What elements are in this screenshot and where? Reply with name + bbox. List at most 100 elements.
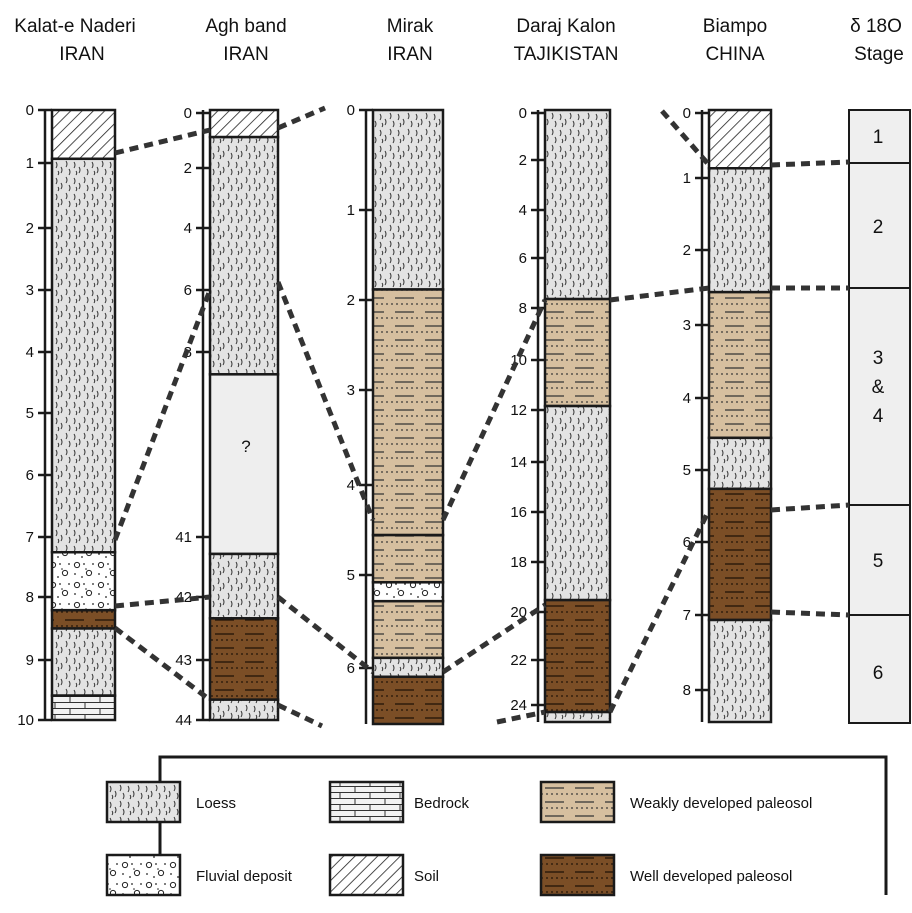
legend-swatch-fluvial xyxy=(105,853,182,897)
column-country-daraj: TAJIKISTAN xyxy=(514,44,619,65)
column-title-biampo: Biampo xyxy=(703,16,767,37)
stage-label-6: 6 xyxy=(873,663,884,684)
layer-loess xyxy=(208,552,280,620)
layer-loess xyxy=(371,656,445,679)
correlation-line xyxy=(607,508,712,714)
depth-tick-label: 2 xyxy=(683,242,691,259)
column-country-biampo: CHINA xyxy=(705,44,764,65)
depth-tick-label: 2 xyxy=(26,220,34,237)
column-title-daraj: Daraj Kalon xyxy=(516,16,615,37)
unknown-section-mark: ? xyxy=(241,437,250,456)
depth-tick-label: 7 xyxy=(683,607,691,624)
layer-unknown xyxy=(208,373,280,556)
legend: Loess Bedrock Weakly developed paleosol … xyxy=(105,755,888,897)
depth-tick-label: 1 xyxy=(683,170,691,187)
depth-tick-label: 0 xyxy=(683,105,691,122)
stage-column-box xyxy=(848,109,911,724)
correlation-lines xyxy=(112,105,850,729)
legend-label-soil: Soil xyxy=(414,868,439,885)
correlation-line xyxy=(440,298,548,522)
layer-bedrock xyxy=(50,694,117,722)
layer-loess xyxy=(543,404,612,602)
layer-fluvial xyxy=(50,551,117,612)
depth-tick-label: 5 xyxy=(26,405,34,422)
depth-tick-label: 22 xyxy=(510,652,527,669)
layer-loess xyxy=(543,108,612,301)
legend-swatch-loess xyxy=(105,780,182,824)
depth-tick-label: 3 xyxy=(347,382,355,399)
correlation-line xyxy=(276,595,375,674)
depth-tick-label: 0 xyxy=(26,102,34,119)
layer-loess xyxy=(707,618,773,724)
layer-soil xyxy=(707,108,773,170)
layer-loess xyxy=(707,167,773,294)
depth-tick-label: 0 xyxy=(519,105,527,122)
depth-tick-label: 8 xyxy=(26,589,34,606)
layer-well-paleosol xyxy=(208,617,280,701)
column-title-agh: Agh band xyxy=(205,16,286,37)
depth-tick-label: 5 xyxy=(347,567,355,584)
correlation-line xyxy=(770,609,850,618)
layer-weak-paleosol xyxy=(371,288,445,537)
layer-well-paleosol xyxy=(707,487,773,622)
stage-label-5: 5 xyxy=(873,551,884,572)
depth-tick-label: 44 xyxy=(175,712,192,729)
layer-loess xyxy=(707,436,773,491)
correlation-line xyxy=(660,109,711,167)
layer-weak-paleosol xyxy=(707,290,773,440)
stage-title: δ 18O xyxy=(850,16,902,37)
depth-tick-label: 9 xyxy=(26,652,34,669)
layer-fluvial xyxy=(371,581,445,603)
correlation-line xyxy=(113,626,212,702)
column-country-agh: IRAN xyxy=(223,44,268,65)
depth-tick-label: 4 xyxy=(519,202,527,219)
depth-tick-label: 10 xyxy=(17,712,34,729)
depth-tick-label: 6 xyxy=(683,534,691,551)
depth-tick-label: 1 xyxy=(347,202,355,219)
depth-tick-label: 3 xyxy=(683,317,691,334)
depth-tick-label: 2 xyxy=(347,292,355,309)
correlation-line xyxy=(114,127,211,156)
correlation-line xyxy=(112,289,213,541)
layer-loess xyxy=(543,710,612,724)
stage-label-1: 1 xyxy=(873,127,884,148)
layer-well-paleosol xyxy=(50,608,117,630)
depth-tick-label: 4 xyxy=(26,344,34,361)
correlation-line xyxy=(277,105,326,131)
layer-soil xyxy=(208,108,280,139)
correlation-line xyxy=(114,594,211,609)
correlation-line xyxy=(276,702,324,729)
layer-weak-paleosol xyxy=(371,599,445,660)
depth-tick-label: 7 xyxy=(26,529,34,546)
correlation-line xyxy=(770,159,850,168)
depth-tick-label: 5 xyxy=(683,462,691,479)
column-country-kalat: IRAN xyxy=(59,44,104,65)
correlation-line xyxy=(275,281,376,521)
depth-tick-label: 3 xyxy=(26,282,34,299)
correlation-line xyxy=(609,285,710,303)
legend-swatch-weak-paleosol xyxy=(539,780,616,824)
depth-tick-label: 8 xyxy=(683,682,691,699)
depth-tick-label: 6 xyxy=(519,250,527,267)
column-title-kalat: Kalat-e Naderi xyxy=(14,16,135,37)
layer-loess xyxy=(371,108,445,291)
layer-soil xyxy=(50,108,117,161)
layer-loess xyxy=(208,698,280,722)
depth-tick-label: 18 xyxy=(510,554,527,571)
layer-well-paleosol xyxy=(371,675,445,726)
layer-well-paleosol xyxy=(543,598,612,714)
depth-tick-label: 16 xyxy=(510,504,527,521)
column-country-mirak: IRAN xyxy=(387,44,432,65)
depth-tick-label: 1 xyxy=(26,155,34,172)
depth-tick-label: 2 xyxy=(184,160,192,177)
layer-weak-paleosol xyxy=(543,297,612,408)
column-kalat-e-naderi: 0 1 2 3 4 5 6 7 8 9 10 xyxy=(17,102,117,729)
depth-tick-label: 6 xyxy=(26,467,34,484)
legend-swatch-well-paleosol xyxy=(539,853,616,897)
depth-tick-label: 4 xyxy=(347,477,355,494)
